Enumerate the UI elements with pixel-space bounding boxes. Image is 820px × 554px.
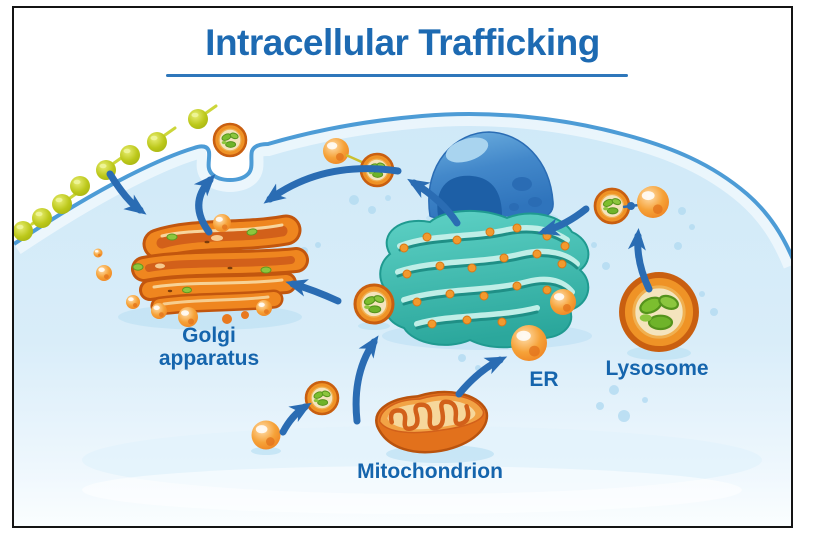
label-er: ER xyxy=(529,368,559,391)
label-lysosome: Lysosome xyxy=(605,357,709,380)
arrow-er-to-golgi xyxy=(285,279,342,305)
trafficking-arrows xyxy=(106,165,653,436)
golgi-cargo-specks xyxy=(132,228,272,294)
label-golgi-line1: Golgi xyxy=(182,324,236,347)
figure-title: Intracellular Trafficking xyxy=(205,22,600,63)
title-underline xyxy=(166,74,628,77)
er-budding-vesicle xyxy=(550,289,576,315)
label-golgi-apparatus: Golgi apparatus xyxy=(129,324,289,370)
arrow-endosome-up xyxy=(352,335,379,425)
transport-vesicles xyxy=(251,138,669,455)
vesicle-er-to-golgi xyxy=(353,283,395,325)
arrow-er-to-vesicle xyxy=(407,178,461,227)
endoplasmic-reticulum xyxy=(379,210,592,361)
figure-frame: Intracellular Trafficking Golgi apparatu… xyxy=(12,6,793,528)
arrow-mito-to-er xyxy=(455,356,508,398)
ribosome-dots xyxy=(399,223,570,329)
vesicle-right xyxy=(637,186,669,218)
er-transition-vesicle xyxy=(511,325,547,361)
arrow-vesicle-to-endosome xyxy=(279,402,312,436)
arrow-endocytosis xyxy=(106,170,147,215)
vesicle-plain xyxy=(251,420,281,450)
vesicle-endosome xyxy=(304,380,340,416)
secretory-vesicle-at-membrane xyxy=(212,122,248,158)
lysosome xyxy=(622,275,696,360)
arrow-lysosome-up xyxy=(627,228,653,293)
mitochondrion xyxy=(375,390,494,463)
golgi-budding-vesicles xyxy=(93,214,272,327)
arrow-to-golgi-top xyxy=(263,165,402,204)
vesicle-fusing xyxy=(323,138,349,164)
label-mitochondrion: Mitochondrion xyxy=(357,460,503,483)
golgi-apparatus xyxy=(93,214,309,330)
arrow-golgi-to-membrane xyxy=(193,174,216,236)
label-golgi-line2: apparatus xyxy=(158,347,260,370)
arrow-vesicle-to-er xyxy=(537,205,590,236)
secreted-particles xyxy=(14,104,218,241)
cell-diagram xyxy=(14,104,791,526)
